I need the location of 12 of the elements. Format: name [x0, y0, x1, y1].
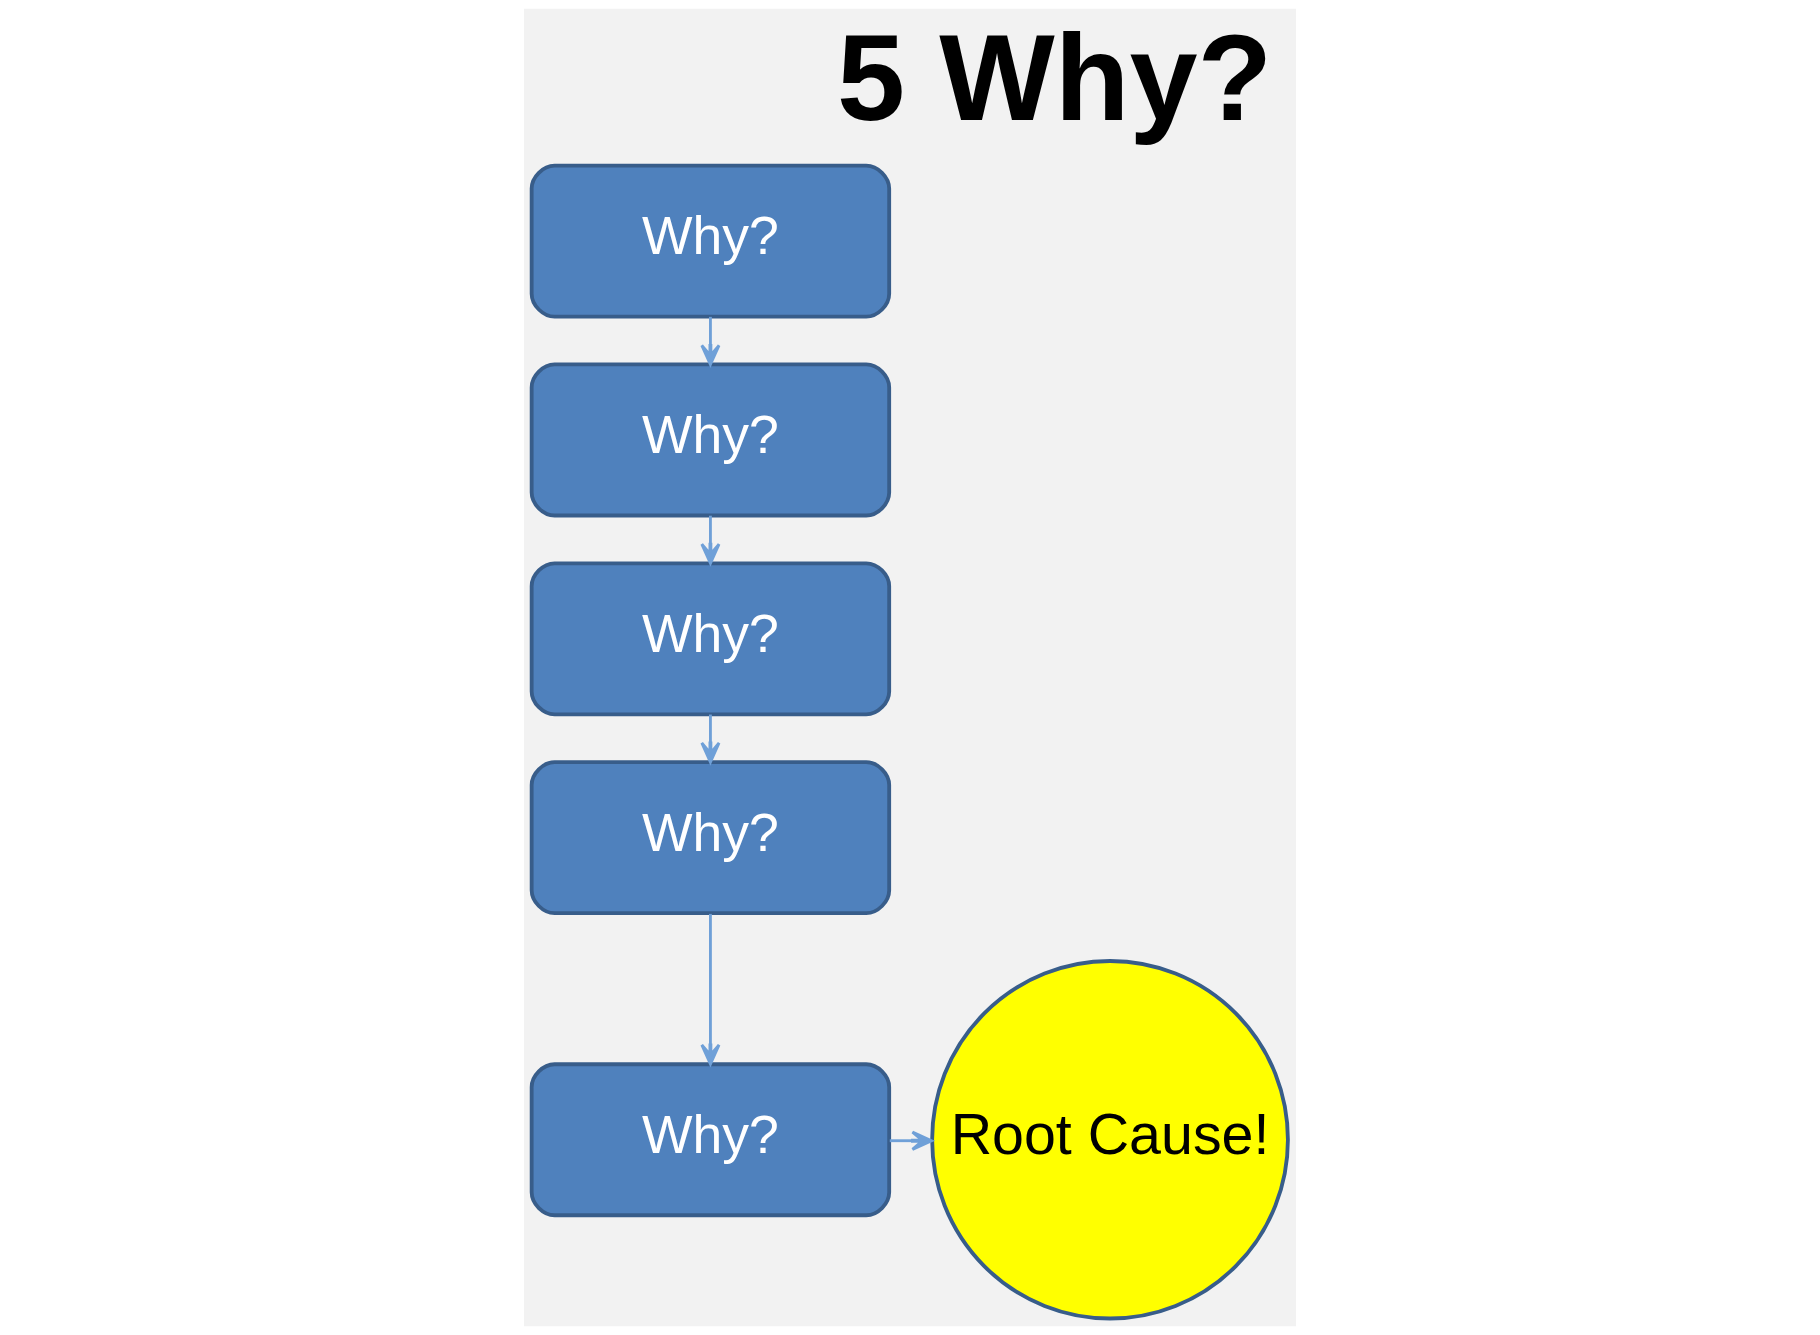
node-box: Why?: [529, 561, 892, 717]
arrow: [700, 316, 721, 366]
node-box: Why?: [529, 163, 892, 319]
arrow: [700, 913, 721, 1066]
node-circle: Root Cause!: [930, 959, 1290, 1321]
node-box: Why?: [529, 1062, 892, 1218]
arrow: [700, 515, 721, 565]
arrow: [700, 714, 721, 764]
node-box: Why?: [529, 760, 892, 916]
diagram-title: 5 Why?: [837, 9, 1273, 147]
node-box: Why?: [529, 362, 892, 518]
arrow: [889, 1130, 934, 1151]
